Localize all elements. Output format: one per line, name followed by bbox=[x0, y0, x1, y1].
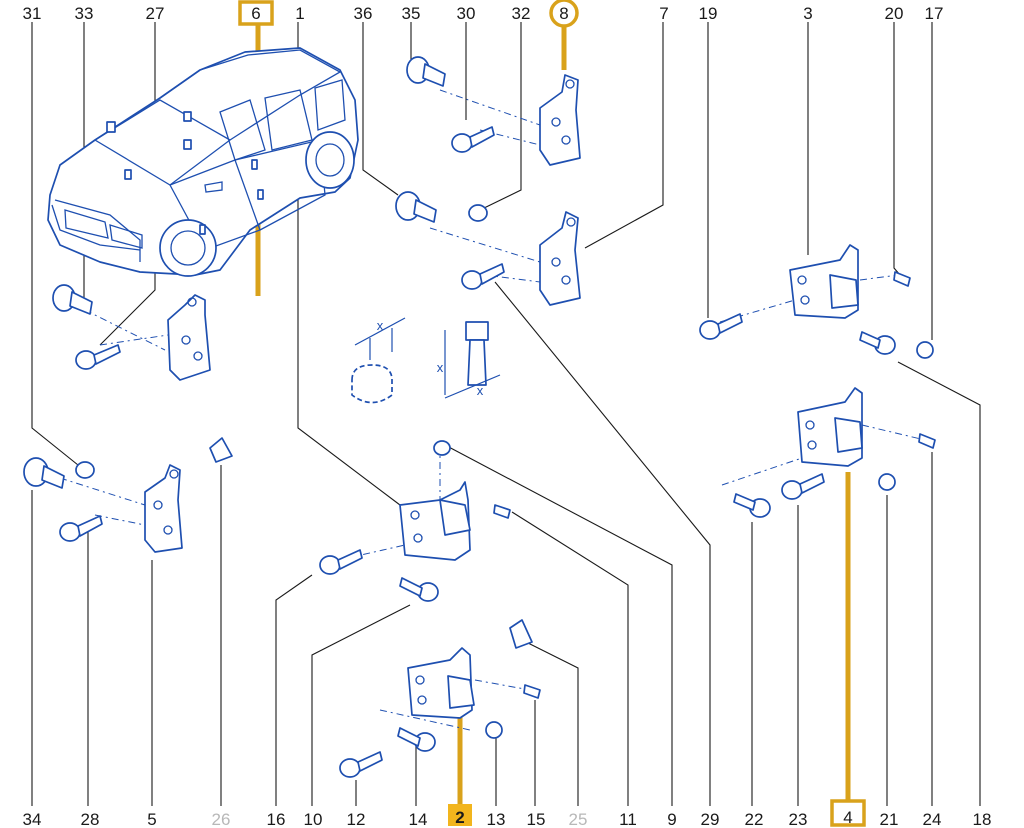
screw-23 bbox=[781, 473, 825, 500]
dimension-x-label-2: x bbox=[437, 360, 444, 375]
callout-13: 13 bbox=[487, 810, 506, 828]
callout-17: 17 bbox=[925, 4, 944, 23]
car-illustration bbox=[47, 47, 359, 277]
callout-22: 22 bbox=[745, 810, 764, 828]
callout-19: 19 bbox=[699, 4, 718, 23]
screw-16 bbox=[319, 549, 363, 575]
callout-5: 5 bbox=[147, 810, 156, 828]
screw-28 bbox=[59, 515, 103, 542]
callouts-bottom-row: 34 28 5 26 16 10 12 14 2 13 15 25 11 9 2… bbox=[23, 808, 992, 828]
callout-10: 10 bbox=[304, 810, 323, 828]
dimension-x-label-3: x bbox=[477, 383, 484, 398]
callout-32: 32 bbox=[512, 4, 531, 23]
hinge-mid-left bbox=[59, 464, 183, 553]
callout-16: 16 bbox=[267, 810, 286, 828]
nut-13 bbox=[485, 721, 503, 739]
bolt-35 bbox=[406, 56, 446, 87]
callout-33: 33 bbox=[75, 4, 94, 23]
clip-26 bbox=[209, 437, 233, 463]
screw-12 bbox=[339, 751, 383, 778]
highlight-box-4 bbox=[830, 799, 866, 827]
callout-14: 14 bbox=[409, 810, 428, 828]
hinge-top-left bbox=[84, 294, 211, 381]
callout-24: 24 bbox=[923, 810, 942, 828]
screw-18 bbox=[859, 331, 896, 355]
screw-30 bbox=[451, 126, 495, 153]
bolt-36 bbox=[395, 191, 437, 223]
screw-19 bbox=[699, 313, 743, 340]
callout-27: 27 bbox=[146, 4, 165, 23]
callouts-top-row: 31 33 27 6 1 36 35 30 32 8 7 19 3 20 17 bbox=[23, 4, 944, 23]
screw-22 bbox=[733, 493, 771, 518]
screw-27 bbox=[75, 344, 121, 370]
callout-8: 8 bbox=[559, 4, 568, 23]
callout-9: 9 bbox=[667, 810, 676, 828]
leader-lines bbox=[31, 22, 981, 806]
callout-12: 12 bbox=[347, 810, 366, 828]
callout-11: 11 bbox=[619, 810, 637, 828]
callout-23: 23 bbox=[789, 810, 808, 828]
highlight-markers bbox=[238, 0, 866, 827]
bolt-33 bbox=[52, 284, 93, 315]
callout-3: 3 bbox=[803, 4, 812, 23]
nut-17 bbox=[916, 341, 934, 359]
screw-10 bbox=[399, 577, 439, 602]
callout-4: 4 bbox=[843, 808, 852, 827]
screw-29 bbox=[461, 263, 505, 290]
callout-1: 1 bbox=[295, 4, 304, 23]
callout-35: 35 bbox=[402, 4, 421, 23]
pin-15 bbox=[523, 684, 541, 699]
callout-15: 15 bbox=[527, 810, 546, 828]
highlight-circle-8 bbox=[549, 0, 579, 28]
hinge-center-upper bbox=[429, 211, 581, 306]
callout-30: 30 bbox=[457, 4, 476, 23]
callout-6: 6 bbox=[251, 4, 260, 23]
nut-31 bbox=[75, 461, 95, 479]
callout-18: 18 bbox=[973, 810, 992, 828]
dimension-x-label-1: x bbox=[377, 318, 384, 333]
callout-29: 29 bbox=[701, 810, 720, 828]
callout-26: 26 bbox=[212, 810, 231, 828]
hinge-right-upper bbox=[719, 244, 899, 323]
callout-25: 25 bbox=[569, 810, 588, 828]
callout-20: 20 bbox=[885, 4, 904, 23]
pin-11 bbox=[493, 504, 511, 519]
nut-9 bbox=[433, 440, 451, 456]
callout-36: 36 bbox=[354, 4, 373, 23]
nut-21 bbox=[878, 473, 896, 491]
callout-34: 34 bbox=[23, 810, 42, 828]
dimension-symbols: x x x bbox=[351, 317, 501, 404]
callout-7: 7 bbox=[659, 4, 668, 23]
hinge-center-main bbox=[329, 445, 471, 563]
highlight-fill-2 bbox=[448, 804, 472, 826]
callout-21: 21 bbox=[880, 810, 899, 828]
callout-28: 28 bbox=[81, 810, 100, 828]
screw-14 bbox=[397, 727, 436, 752]
clip-25 bbox=[509, 619, 533, 649]
bolt-34 bbox=[23, 457, 65, 489]
pin-20 bbox=[893, 271, 911, 287]
pin-24 bbox=[918, 433, 936, 449]
highlight-box-6 bbox=[238, 0, 274, 26]
callout-31: 31 bbox=[23, 4, 42, 23]
hinge-top-right-upper bbox=[439, 74, 581, 166]
callout-2: 2 bbox=[455, 808, 464, 827]
nut-32 bbox=[468, 204, 488, 222]
hinge-right-lower bbox=[721, 387, 926, 486]
hinge-bottom-center bbox=[379, 647, 531, 731]
